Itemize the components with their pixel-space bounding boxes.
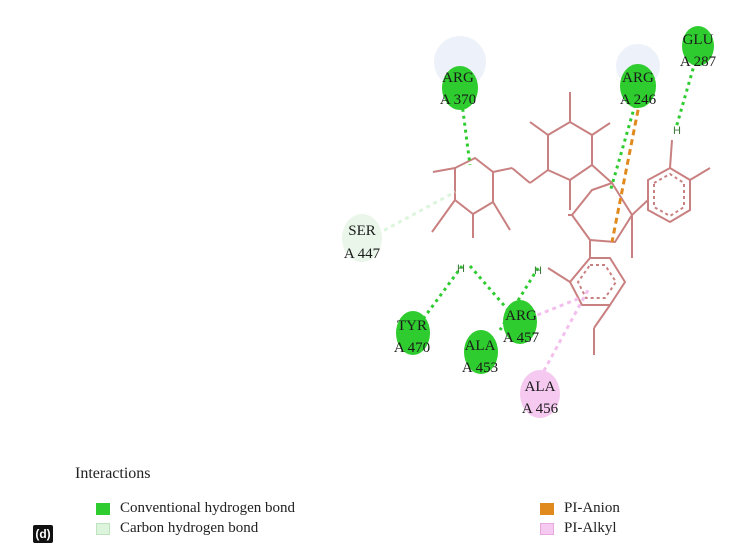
hydrogen-marker: H: [534, 265, 542, 277]
legend-label: PI-Anion: [564, 500, 620, 516]
legend-label: Conventional hydrogen bond: [120, 500, 295, 516]
pi-alkyl-arg457: [529, 296, 581, 320]
hbond-arg246: [608, 104, 637, 193]
pi-anion-arg246: [610, 99, 642, 243]
residue-disc-arg246: [620, 64, 656, 108]
residue-disc-glu287: [682, 26, 714, 66]
panel-label: (d): [33, 525, 53, 543]
legend-label: Carbon hydrogen bond: [120, 520, 259, 536]
residue-name: SER: [348, 223, 376, 239]
legend-item-pi-alkyl: PI-Alkyl: [540, 520, 617, 537]
residue-number: A 246: [620, 92, 657, 108]
legend-title: Interactions: [75, 465, 151, 482]
residue-number: A 370: [440, 92, 476, 108]
hydrogen-marker: H: [673, 125, 681, 137]
legend-swatch: [96, 502, 110, 515]
residue-name: ARG: [505, 308, 537, 324]
legend-item-carbon: Carbon hydrogen bond: [96, 520, 258, 537]
residue-number: A 456: [522, 401, 559, 417]
residue-number: A 457: [503, 330, 540, 346]
residue-name: ARG: [442, 70, 474, 86]
ligand-structure: [431, 92, 711, 355]
hbond-arg457-b: [498, 267, 540, 331]
residue-disc-ala456: [520, 370, 560, 418]
chbond-ser447: [369, 190, 456, 240]
residue-number: A 453: [462, 360, 498, 376]
residue-disc-ser447: [342, 214, 382, 262]
residue-disc-arg370: [442, 66, 478, 110]
residue-disc-arg457: [503, 300, 537, 344]
residues: ARG A 370 ARG A 246 GLU A 287 SER A 447 …: [342, 26, 717, 418]
residue-number: A 470: [394, 340, 430, 356]
hbond-glu287: [674, 54, 699, 129]
residue-name: ALA: [525, 379, 556, 395]
hydrogen-marker: H: [457, 263, 465, 275]
pi-alkyl-ala456: [538, 289, 590, 379]
residue-name: GLU: [683, 32, 714, 48]
legend-item-pi-anion: PI-Anion: [540, 500, 620, 517]
legend-label: PI-Alkyl: [564, 520, 617, 536]
residue-number: A 287: [680, 54, 717, 70]
residue-disc-tyr470: [396, 311, 430, 355]
residue-name: ARG: [622, 70, 654, 86]
legend-swatch: [540, 502, 554, 515]
residue-name: TYR: [397, 318, 427, 334]
residue-name: ALA: [465, 338, 496, 354]
legend-swatch: [540, 522, 554, 535]
residue-number: A 447: [344, 246, 381, 262]
residue-disc-ala453: [464, 330, 498, 374]
legend-item-conventional: Conventional hydrogen bond: [96, 500, 295, 517]
hbond-arg370: [458, 87, 472, 166]
legend-swatch: [96, 522, 110, 535]
